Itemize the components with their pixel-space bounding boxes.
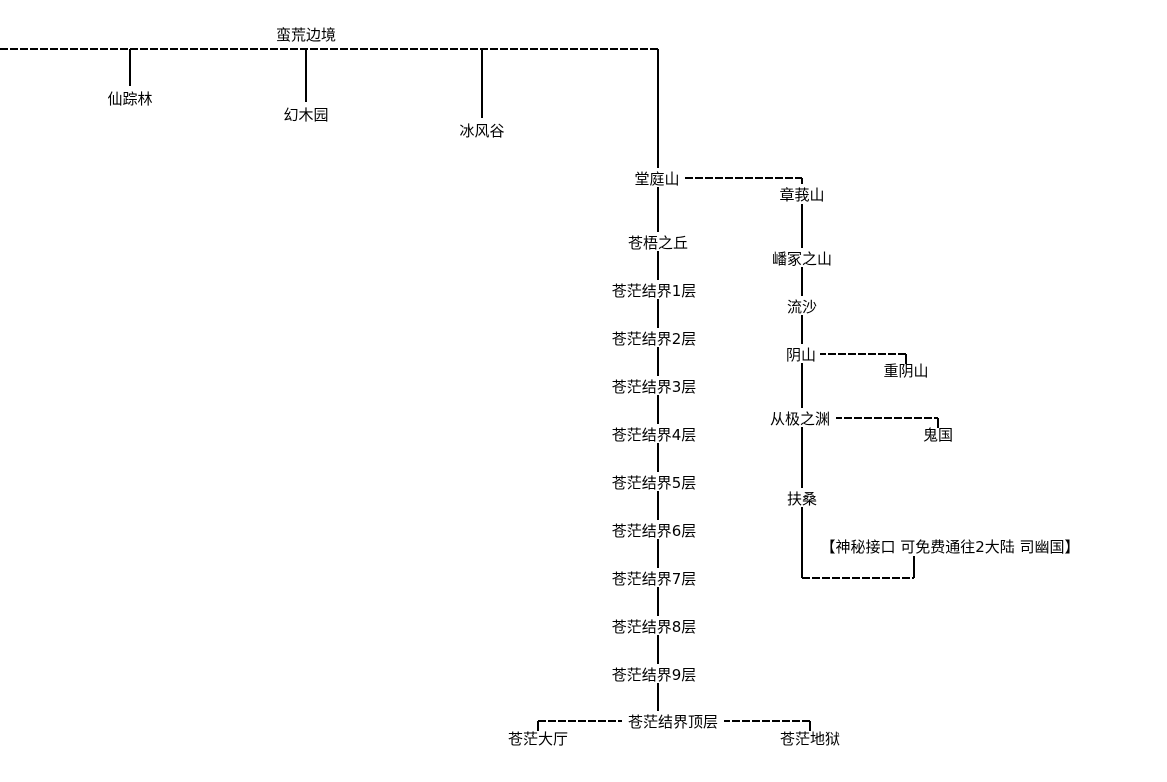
node-jiejie-8: 苍茫结界8层: [612, 618, 697, 636]
node-jiejie-9: 苍茫结界9层: [612, 666, 697, 684]
node-fusang: 扶桑: [787, 490, 817, 508]
node-tangtingshan: 堂庭山: [634, 170, 679, 188]
node-boshan: 嶓冢之山: [772, 250, 832, 268]
node-guiguo: 鬼国: [923, 426, 953, 444]
node-cangwuzhiqiu: 苍梧之丘: [628, 234, 688, 252]
node-jiejie-5: 苍茫结界5层: [612, 474, 697, 492]
node-huanmuyuan: 幻木园: [283, 106, 328, 124]
node-liusha: 流沙: [787, 298, 817, 316]
node-jiejie-7: 苍茫结界7层: [612, 570, 697, 588]
node-jiejie-4: 苍茫结界4层: [612, 426, 697, 444]
node-jiejie-6: 苍茫结界6层: [612, 522, 697, 540]
node-xianzonglin: 仙踪林: [107, 90, 152, 108]
node-datin: 苍茫大厅: [508, 730, 568, 748]
node-jiejie-3: 苍茫结界3层: [612, 378, 697, 396]
node-jiejie-1: 苍茫结界1层: [612, 282, 697, 300]
node-chongyinshan: 重阴山: [883, 362, 928, 380]
node-jiejie-top: 苍茫结界顶层: [628, 713, 718, 731]
node-congji: 从极之渊: [770, 410, 830, 428]
node-mysterious-interface: 【神秘接口 可免费通往2大陆 司幽国】: [820, 538, 1079, 556]
node-yinshan: 阴山: [786, 346, 816, 364]
node-diyu: 苍茫地狱: [780, 730, 840, 748]
node-bingfenggu: 冰风谷: [459, 122, 504, 140]
node-jiejie-2: 苍茫结界2层: [612, 330, 697, 348]
node-manhuang: 蛮荒边境: [276, 26, 336, 44]
node-zhangeshan: 章莪山: [779, 186, 824, 204]
